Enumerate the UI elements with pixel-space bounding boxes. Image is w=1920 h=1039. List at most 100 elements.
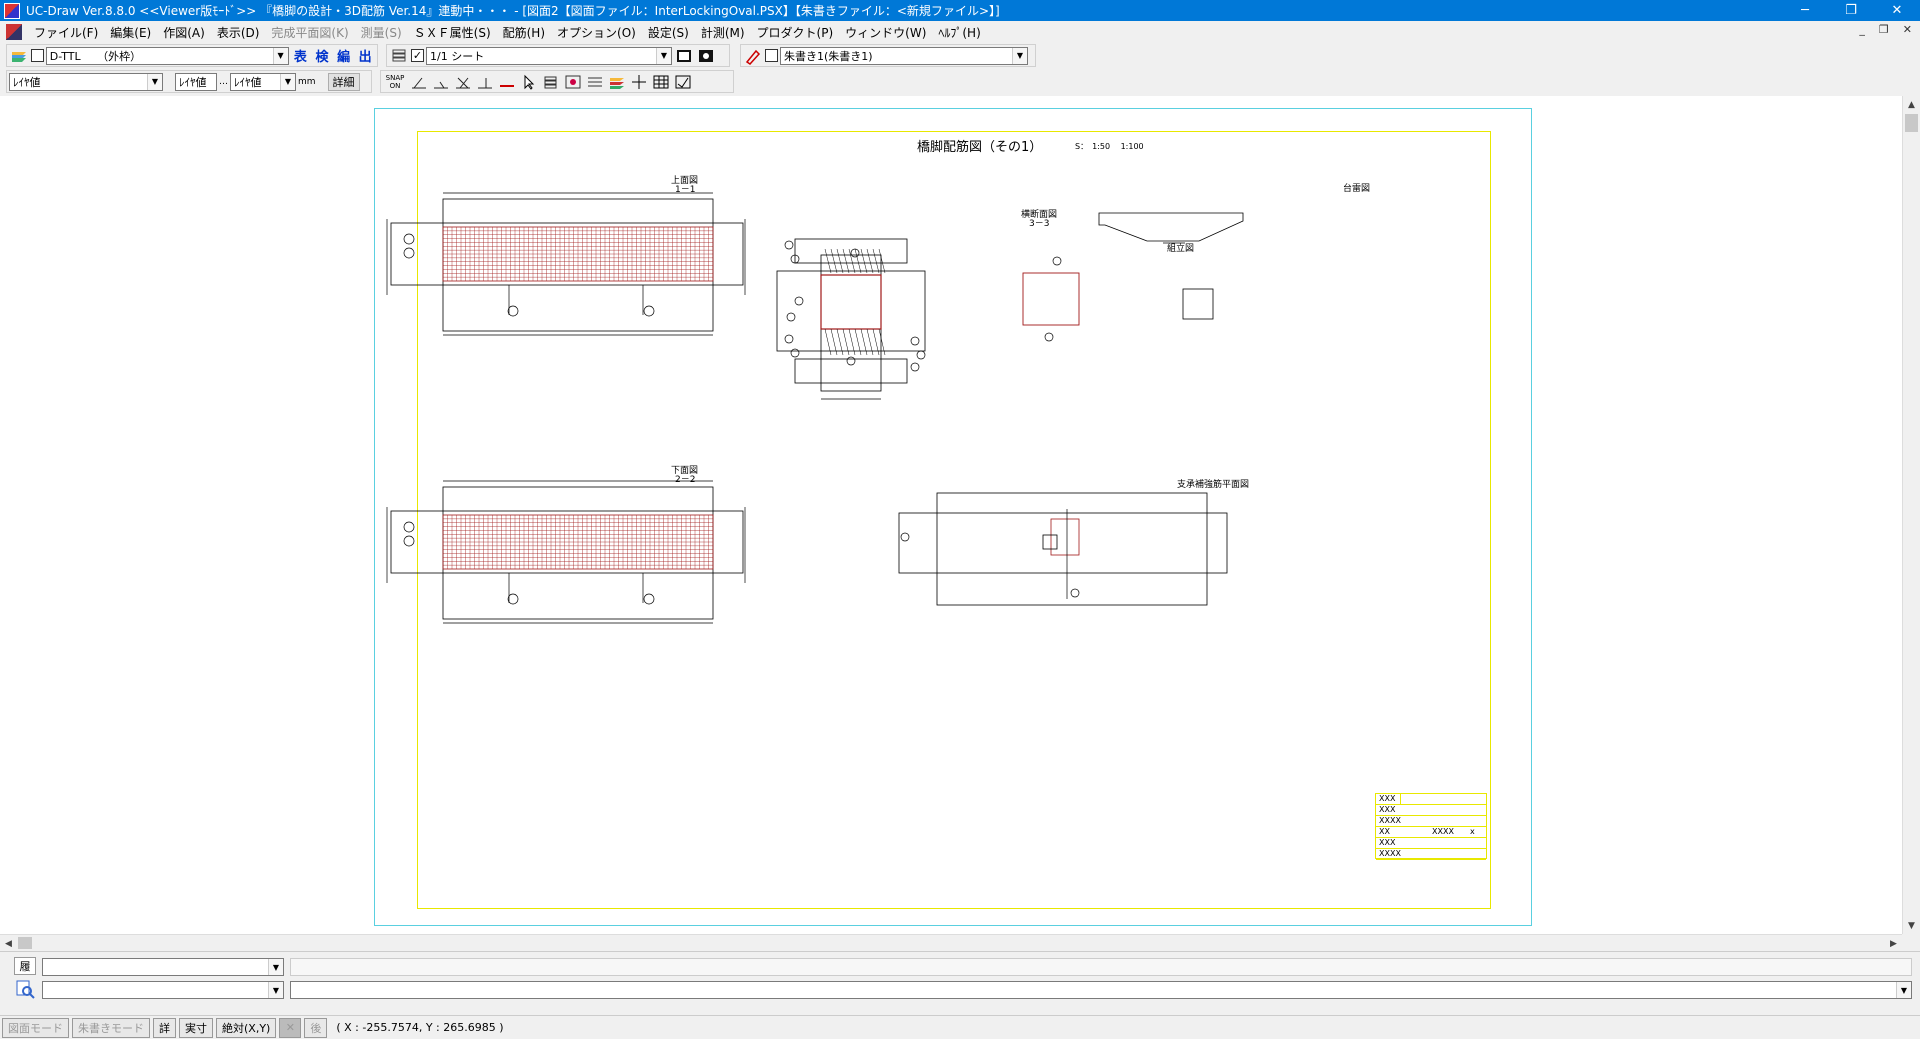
menu-item-5[interactable]: 測量(S)	[360, 25, 402, 40]
cross-hatch-lower	[872, 328, 880, 356]
drawing-mode-button[interactable]: 図面モード	[2, 1017, 69, 1038]
title-block-row: XXX	[1376, 805, 1486, 816]
layer-checkbox[interactable]	[31, 49, 44, 62]
sheet-toolbar: ✓ 1/1 シート ▼	[386, 44, 730, 67]
history-button[interactable]: 履	[14, 957, 36, 975]
line-width-select[interactable]: ﾚｲﾔ値 ▼	[230, 72, 296, 91]
cancel-icon[interactable]: ✕	[279, 1017, 302, 1038]
snap-nearest-icon[interactable]	[497, 72, 517, 92]
vertical-scrollbar[interactable]: ▲ ▼	[1902, 96, 1920, 934]
menu-item-2[interactable]: 作図(A)	[163, 25, 205, 40]
bottom-view-rebar-tag-b	[643, 593, 655, 605]
menu-item-9[interactable]: 設定(S)	[647, 25, 689, 40]
layer-select[interactable]: D-TTL （外枠） ▼	[45, 46, 289, 65]
scroll-up-icon[interactable]: ▲	[1908, 99, 1915, 110]
sheets-icon[interactable]	[389, 46, 409, 66]
mdi-restore-button[interactable]: ❐	[1878, 23, 1889, 36]
property-toolbar: ﾚｲﾔ値 ▼ ﾚｲﾔ値 … ﾚｲﾔ値 ▼ mm 詳細	[6, 70, 372, 93]
menu-item-12[interactable]: ウィンドウ(W)	[845, 25, 927, 40]
drawing-paper: 橋脚配筋図（その1） S： 1:50 1:100 上面図 1－1 下面図 2－2…	[374, 108, 1532, 926]
snap-perpendicular-icon[interactable]	[475, 72, 495, 92]
property-view-icon[interactable]	[563, 72, 583, 92]
cross-hatch-lower	[854, 328, 862, 356]
restore-button[interactable]: ❐	[1845, 3, 1857, 18]
snap-midpoint-icon[interactable]	[431, 72, 451, 92]
layers-stack-icon[interactable]	[541, 72, 561, 92]
table-button[interactable]: 表	[293, 50, 307, 65]
scroll-down-icon[interactable]: ▼	[1908, 920, 1915, 931]
detail-button[interactable]: 詳細	[327, 72, 360, 91]
sheet-checkbox[interactable]: ✓	[411, 49, 424, 62]
title-block-value: XXXX	[1432, 827, 1454, 836]
chevron-down-icon[interactable]: ▼	[280, 73, 295, 90]
bottom-view-rebar-tag-d	[403, 535, 415, 547]
drawing-canvas[interactable]: 橋脚配筋図（その1） S： 1:50 1:100 上面図 1－1 下面図 2－2…	[0, 96, 1902, 934]
chevron-down-icon[interactable]: ▼	[268, 959, 283, 975]
chevron-down-icon[interactable]: ▼	[1012, 47, 1027, 64]
chevron-down-icon[interactable]: ▼	[1896, 982, 1911, 998]
horizontal-scroll-thumb[interactable]	[18, 937, 32, 949]
command-select[interactable]: ▼	[42, 981, 284, 999]
snap-endpoint-icon[interactable]	[409, 72, 429, 92]
menu-bar: ファイル(F) 編集(E) 作図(A) 表示(D) 完成平面図(K) 測量(S) ＳＸＦ属性…	[0, 21, 1920, 43]
move-icon[interactable]	[629, 72, 649, 92]
absolute-coords-button[interactable]: 絶対(X,Y)	[216, 1017, 277, 1038]
menu-item-4[interactable]: 完成平面図(K)	[271, 25, 349, 40]
menu-item-0[interactable]: ファイル(F)	[34, 25, 99, 40]
line-type-select[interactable]: ﾚｲﾔ値 ▼	[9, 72, 163, 91]
document-icon[interactable]	[6, 24, 22, 40]
mdi-minimize-button[interactable]: _	[1859, 23, 1865, 36]
bearing-tag-bottom	[1070, 588, 1080, 598]
color-select[interactable]: ﾚｲﾔ値	[175, 72, 217, 91]
redline-pen-icon[interactable]	[743, 46, 763, 66]
layer-list-icon[interactable]	[585, 72, 605, 92]
mdi-close-button[interactable]: ✕	[1902, 23, 1912, 36]
sheet-select[interactable]: 1/1 シート ▼	[426, 46, 672, 65]
command-search-icon[interactable]	[14, 979, 36, 999]
output-button[interactable]: 出	[358, 50, 372, 65]
menu-item-7[interactable]: 配筋(H)	[502, 25, 546, 40]
menu-item-8[interactable]: オプション(O)	[557, 25, 636, 40]
snap-intersection-icon[interactable]	[453, 72, 473, 92]
select-cursor-icon[interactable]	[519, 72, 539, 92]
actual-size-button[interactable]: 実寸	[179, 1017, 213, 1038]
chevron-down-icon[interactable]: ▼	[147, 73, 162, 90]
check-button[interactable]: 検	[315, 50, 329, 65]
layer-icon[interactable]	[9, 46, 29, 66]
menu-item-1[interactable]: 編集(E)	[110, 25, 152, 40]
snap-toolbar: SNAP ON	[380, 70, 734, 93]
cross-hatch-lower	[842, 328, 850, 356]
chevron-down-icon[interactable]: ▼	[272, 47, 288, 64]
cross-rebar-tag	[910, 336, 920, 346]
menu-item-11[interactable]: プロダクト(P)	[756, 25, 834, 40]
bearing-outer	[936, 492, 1208, 606]
chevron-down-icon[interactable]: ▼	[268, 982, 283, 998]
menu-item-6[interactable]: ＳＸＦ属性(S)	[413, 25, 491, 40]
scroll-left-icon[interactable]: ◀	[5, 938, 12, 949]
redline-checkbox[interactable]	[765, 49, 778, 62]
close-button[interactable]: ✕	[1891, 3, 1903, 18]
redline-mode-button[interactable]: 朱書きモード	[72, 1017, 150, 1038]
snap-toggle-button[interactable]: SNAP ON	[383, 72, 407, 92]
redline-select[interactable]: 朱書き1(朱書き1) ▼	[780, 46, 1028, 65]
menu-item-3[interactable]: 表示(D)	[216, 25, 260, 40]
color-layers-icon[interactable]	[607, 72, 627, 92]
after-button[interactable]: 後	[304, 1017, 328, 1038]
window-view-icon[interactable]	[674, 46, 694, 66]
scroll-right-icon[interactable]: ▶	[1890, 938, 1897, 949]
minimize-button[interactable]: ─	[1801, 3, 1809, 18]
edit-button[interactable]: 編	[337, 50, 351, 65]
app-icon[interactable]	[4, 2, 20, 19]
chart-check-icon[interactable]	[673, 72, 693, 92]
detail-toggle-button[interactable]: 詳	[153, 1017, 176, 1038]
history-select[interactable]: ▼	[42, 958, 284, 976]
horizontal-scrollbar[interactable]: ◀ ▶	[0, 934, 1902, 951]
grid-table-icon[interactable]	[651, 72, 671, 92]
assembly-rect	[1022, 272, 1080, 326]
chevron-down-icon[interactable]: ▼	[656, 47, 671, 64]
vertical-scroll-thumb[interactable]	[1905, 114, 1918, 132]
command-input[interactable]: ▼	[290, 981, 1912, 999]
camera-icon[interactable]	[696, 46, 716, 66]
menu-item-13[interactable]: ﾍﾙﾌﾟ(H)	[938, 25, 981, 40]
menu-item-10[interactable]: 計測(M)	[700, 25, 745, 40]
